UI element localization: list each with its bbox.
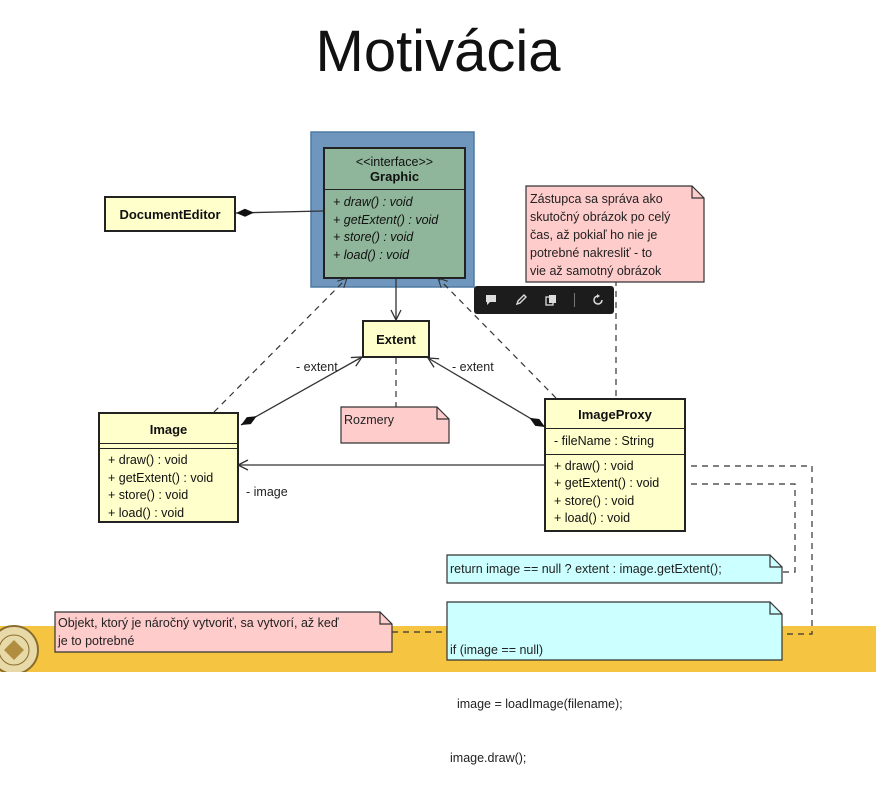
image-op-store: + store() : void — [108, 488, 189, 502]
graphic-operations: + draw() : void + getExtent() : void + s… — [325, 189, 464, 264]
graphic-op-getextent: + getExtent() : void — [333, 212, 439, 227]
lazy-note-line: je to potrebné — [58, 634, 135, 648]
lazy-init-note-text: Objekt, ktorý je náročný vytvoriť, sa vy… — [58, 614, 339, 650]
extent-name: Extent — [376, 331, 416, 347]
proxy-note-fold — [691, 186, 704, 199]
university-seal — [0, 625, 39, 672]
graphic-stereotype: <<interface>> — [355, 155, 434, 169]
getextent-code-text: return image == null ? extent : image.ge… — [450, 562, 722, 576]
toolbar-separator — [574, 293, 575, 307]
graphic-op-store: + store() : void — [333, 230, 414, 244]
image-op-draw: + draw() : void — [108, 453, 188, 467]
image-proxy-op-load: + load() : void — [554, 511, 631, 525]
draw-code-note — [446, 601, 783, 661]
proxy-extent-association — [428, 358, 546, 428]
proxy-note-line: vie až samotný obrázok — [530, 264, 662, 278]
draw-code-note-fold — [769, 602, 782, 615]
uml-diagram-canvas — [0, 131, 876, 672]
proxy-note-text: Zástupca sa správa ako skutočný obrázok … — [530, 190, 670, 280]
proxy-note-line: čas, až pokiaľ ho nie je — [530, 228, 658, 242]
refresh-icon[interactable] — [591, 293, 605, 307]
getextent-code-note-fold — [769, 555, 782, 568]
graphic-op-load: + load() : void — [333, 247, 410, 262]
graphic-name: Graphic — [369, 169, 420, 184]
pen-icon[interactable] — [514, 293, 528, 307]
image-name: Image — [149, 422, 188, 437]
draw-code-line: image = loadImage(filename); — [450, 697, 623, 711]
image-extent-association — [240, 357, 362, 426]
class-extent[interactable]: Extent — [362, 320, 430, 358]
rozmery-note-text: Rozmery — [344, 413, 395, 427]
label-extent-right: - extent — [452, 360, 494, 374]
copy-icon[interactable] — [544, 293, 558, 307]
floating-toolbar — [474, 286, 614, 314]
graphic-op-draw: + draw() : void — [333, 195, 413, 209]
draw-code-text: if (image == null) image = loadImage(fil… — [450, 605, 623, 785]
lazy-init-note-fold — [379, 612, 392, 625]
label-extent-left: - extent — [296, 360, 338, 374]
proxy-note-line: skutočný obrázok po celý — [530, 210, 671, 224]
class-graphic[interactable]: <<interface>> Graphic + draw() : void + … — [323, 147, 466, 279]
getextent-code-connector — [677, 481, 796, 573]
comment-icon[interactable] — [484, 293, 498, 307]
draw-code-line: image.draw(); — [450, 751, 527, 765]
proxy-note-line: Zástupca sa správa ako — [530, 192, 663, 206]
proxy-note — [525, 185, 705, 283]
image-realizes-graphic — [213, 278, 347, 413]
lazy-init-note — [54, 611, 393, 653]
class-image[interactable]: Image + draw() : void + getExtent() : vo… — [98, 412, 239, 523]
image-attributes-compartment — [100, 443, 237, 448]
image-proxy-attr-filename: - fileName : String — [554, 434, 655, 448]
image-proxy-attributes: - fileName : String — [546, 428, 684, 454]
proxy-note-line: potrebné nakresliť - to — [530, 246, 653, 260]
draw-code-line: if (image == null) — [450, 643, 544, 657]
image-proxy-operations: + draw() : void + getExtent() : void + s… — [546, 453, 684, 528]
slide-title: Motivácia — [315, 19, 561, 84]
class-image-proxy[interactable]: ImageProxy - fileName : String + draw() … — [544, 398, 686, 532]
image-proxy-name: ImageProxy — [578, 407, 652, 422]
image-op-load: + load() : void — [108, 505, 185, 520]
image-proxy-op-getextent: + getExtent() : void — [554, 476, 660, 490]
lazy-note-line: Objekt, ktorý je náročný vytvoriť, sa vy… — [58, 616, 339, 630]
editor-aggregates-graphic — [235, 208, 324, 217]
class-document-editor[interactable]: DocumentEditor — [104, 196, 236, 232]
document-editor-name: DocumentEditor — [119, 206, 221, 222]
image-proxy-op-draw: + draw() : void — [554, 458, 634, 473]
image-operations: + draw() : void + getExtent() : void + s… — [100, 448, 237, 522]
rozmery-note-fold — [436, 407, 449, 420]
rozmery-note — [340, 406, 450, 444]
image-proxy-op-store: + store() : void — [554, 493, 635, 508]
getextent-code-note — [446, 554, 783, 584]
draw-code-connector — [677, 463, 813, 635]
image-op-getextent: + getExtent() : void — [108, 470, 214, 485]
label-image: - image — [246, 485, 288, 499]
